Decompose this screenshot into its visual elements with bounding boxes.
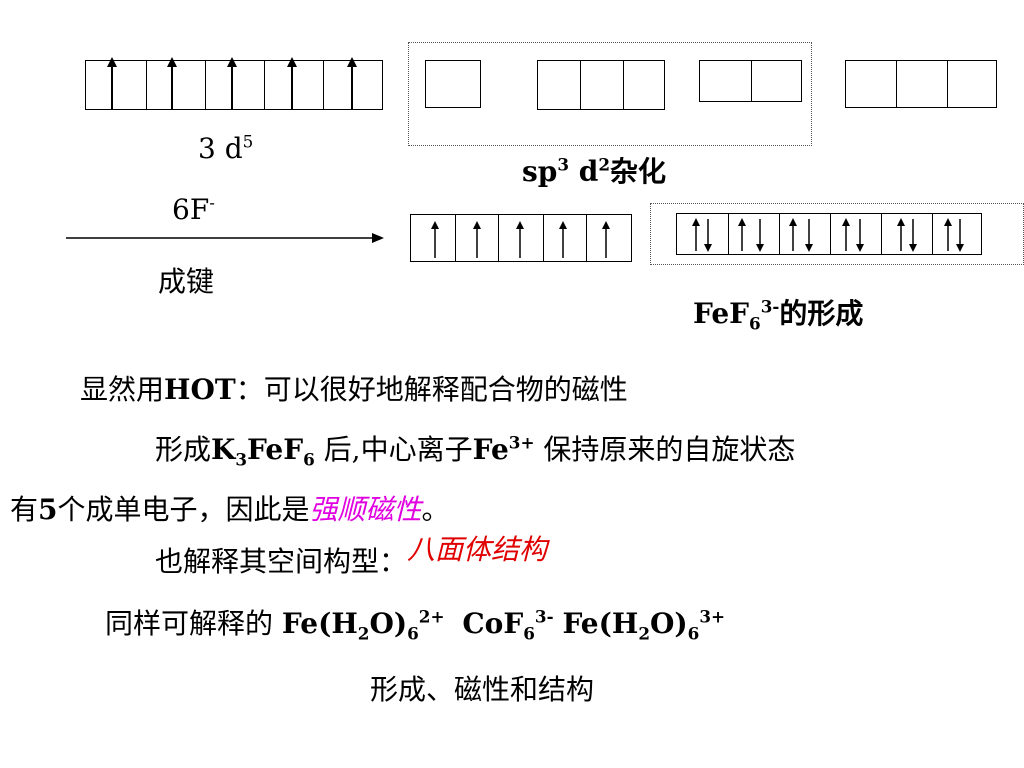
- d5-label: 3 d5: [198, 131, 254, 165]
- text-line-3: 有5个成单电子，因此是强顺磁性。: [10, 493, 450, 526]
- orbital-box: [543, 214, 587, 262]
- orbital-box: [205, 60, 265, 110]
- orbital-box: [779, 213, 831, 255]
- orbital-box: [425, 60, 481, 108]
- outer-d-boxes: [845, 60, 997, 108]
- hybrid-frame: [408, 42, 812, 146]
- paired-electron-arrows: [692, 218, 964, 252]
- ligand-label: 6F-: [172, 192, 215, 226]
- d5-arrows: [107, 57, 357, 110]
- text-line-5: 同样可解释的 Fe(H2O)62+ CoF63- Fe(H2O)63+: [105, 606, 726, 644]
- text-line-6: 形成、磁性和结构: [370, 673, 595, 706]
- paired-electron-boxes: [676, 213, 982, 255]
- orbital-box: [85, 60, 147, 110]
- text-line-1: 显然用HOT：可以很好地解释配合物的磁性: [80, 373, 628, 406]
- text-line-4: 也解释其空间构型：八面体结构: [155, 533, 548, 578]
- reaction-arrow: [66, 233, 384, 243]
- d-electron-boxes: [410, 214, 632, 262]
- orbital-box: [830, 213, 882, 255]
- orbital-box: [896, 60, 948, 108]
- orbital-box: [699, 60, 752, 102]
- hybrid-label: sp3 d2杂化: [522, 154, 667, 188]
- orbital-box: [580, 60, 624, 110]
- orbital-box: [146, 60, 206, 110]
- emphasis-octahedral: 八面体结构: [407, 533, 548, 566]
- d5-orbital-boxes: [85, 60, 383, 110]
- orbital-box: [845, 60, 897, 108]
- orbital-box: [932, 213, 982, 255]
- bond-label: 成键: [158, 265, 215, 298]
- emphasis-paramagnetic: 强顺磁性: [309, 493, 422, 526]
- product-label: FeF63-的形成: [693, 296, 864, 334]
- orbital-box: [947, 60, 997, 108]
- orbital-box: [537, 60, 581, 110]
- orbital-box: [623, 60, 665, 110]
- text-line-2: 形成K3FeF6 后,中心离子Fe3+ 保持原来的自旋状态: [155, 432, 796, 470]
- orbital-box: [586, 214, 632, 262]
- orbital-box: [751, 60, 802, 102]
- hybrid-p-boxes: [537, 60, 665, 110]
- d-electron-arrows: [431, 221, 610, 258]
- hybrid-d-boxes: [699, 60, 802, 102]
- orbital-box: [676, 213, 729, 255]
- hybrid-s-box: [425, 60, 481, 108]
